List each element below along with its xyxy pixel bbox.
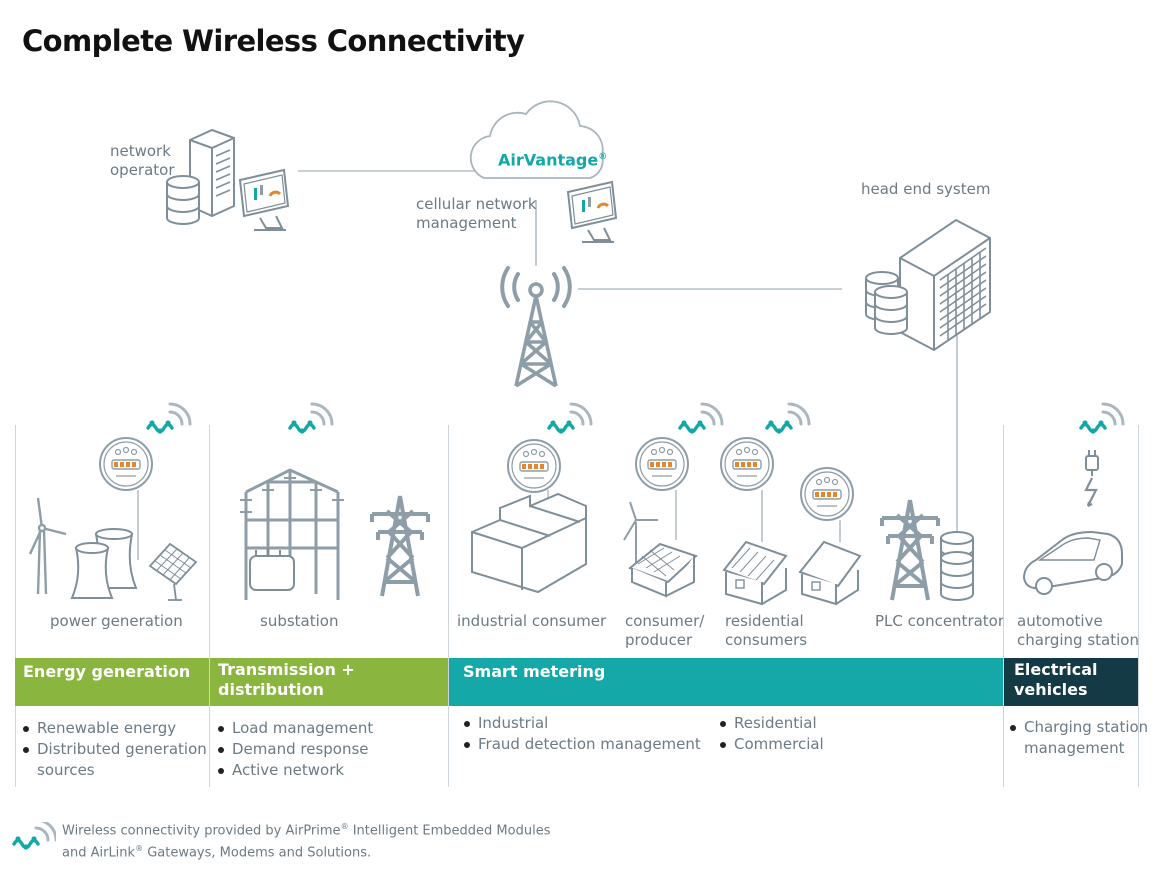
list-item: Active network	[216, 760, 373, 781]
band-energy-generation: Energy generation	[15, 658, 209, 706]
smart-metering-list-left: Industrial Fraud detection management	[462, 713, 701, 755]
head-end-system-label: head end system	[861, 180, 991, 198]
solar-panel-icon	[637, 547, 681, 577]
wireless-module-icon	[678, 402, 724, 436]
wireless-module-icon	[1079, 402, 1125, 436]
band-electrical-vehicles: Electrical vehicles	[1004, 658, 1138, 706]
pylon-icon	[370, 494, 430, 598]
plug-icon	[1084, 450, 1099, 507]
smart-metering-list-right: Residential Commercial	[718, 713, 824, 755]
column-divider	[448, 425, 449, 787]
solar-panel-icon	[148, 542, 198, 601]
wireless-module-icon	[146, 402, 192, 436]
house-icon	[798, 540, 862, 606]
band-transmission-distribution: Transmission + distribution	[210, 658, 448, 706]
transmission-distribution-list: Load management Demand response Active n…	[216, 718, 373, 781]
list-item: Renewable energy	[21, 718, 207, 739]
plc-concentrator-label: PLC concentrator	[875, 612, 1005, 630]
substation-label: substation	[260, 612, 339, 630]
list-item: Charging station	[1008, 717, 1148, 738]
list-item: Demand response	[216, 739, 373, 760]
smart-meter-icon	[635, 437, 689, 491]
pylon-icon	[880, 498, 940, 602]
energy-generation-list: Renewable energy Distributed generation …	[21, 718, 207, 781]
network-operator-label: network operator	[110, 142, 175, 179]
cloud-icon	[469, 100, 604, 179]
list-item: Load management	[216, 718, 373, 739]
wireless-module-icon	[765, 402, 811, 436]
column-divider	[1138, 425, 1139, 787]
transformer-icon	[249, 548, 295, 591]
transformer-icon	[240, 468, 344, 600]
server-icon	[899, 218, 991, 352]
list-item-continuation: management	[1024, 739, 1125, 757]
list-item: Fraud detection management	[462, 734, 701, 755]
page-title: Complete Wireless Connectivity	[22, 24, 525, 58]
monitor-icon	[566, 180, 618, 244]
smart-meter-icon	[800, 467, 854, 521]
database-icon	[874, 285, 908, 335]
list-item: Residential	[718, 713, 824, 734]
wireless-module-icon	[288, 402, 334, 436]
wireless-module-icon	[12, 822, 56, 852]
list-item: Commercial	[718, 734, 824, 755]
power-generation-label: power generation	[50, 612, 183, 630]
footer-note: Wireless connectivity provided by AirPri…	[62, 822, 551, 861]
automotive-charging-station-label: automotive charging station	[1017, 612, 1139, 649]
server-icon	[189, 128, 235, 218]
house-icon	[627, 542, 698, 598]
band-smart-metering: Smart metering	[449, 658, 1003, 706]
consumer-producer-label: consumer/ producer	[625, 612, 705, 649]
column-divider	[1003, 425, 1004, 787]
column-divider	[209, 425, 210, 787]
residential-consumers-label: residential consumers	[725, 612, 808, 649]
column-divider	[15, 425, 16, 787]
database-icon	[166, 175, 200, 225]
wind-turbine-icon	[623, 501, 658, 566]
airvantage-logo: AirVantage®	[498, 150, 608, 170]
wind-turbine-icon	[28, 497, 67, 595]
cell-tower-icon	[500, 266, 572, 388]
smart-meter-icon	[720, 437, 774, 491]
list-item-continuation: sources	[37, 761, 95, 779]
electric-car-icon	[1022, 530, 1123, 595]
factory-icon	[471, 492, 587, 594]
monitor-icon	[238, 168, 290, 232]
cellular-network-management-label: cellular network management	[416, 195, 537, 232]
smart-meter-icon	[507, 439, 561, 493]
wireless-module-icon	[547, 402, 593, 436]
industrial-consumer-label: industrial consumer	[457, 612, 607, 630]
list-item: Distributed generation	[21, 739, 207, 760]
house-icon	[722, 540, 788, 606]
database-icon	[940, 551, 974, 601]
cooling-tower-icon	[70, 528, 138, 599]
list-item: Industrial	[462, 713, 701, 734]
electrical-vehicles-list: Charging station management	[1008, 717, 1148, 759]
smart-meter-icon	[99, 437, 153, 491]
